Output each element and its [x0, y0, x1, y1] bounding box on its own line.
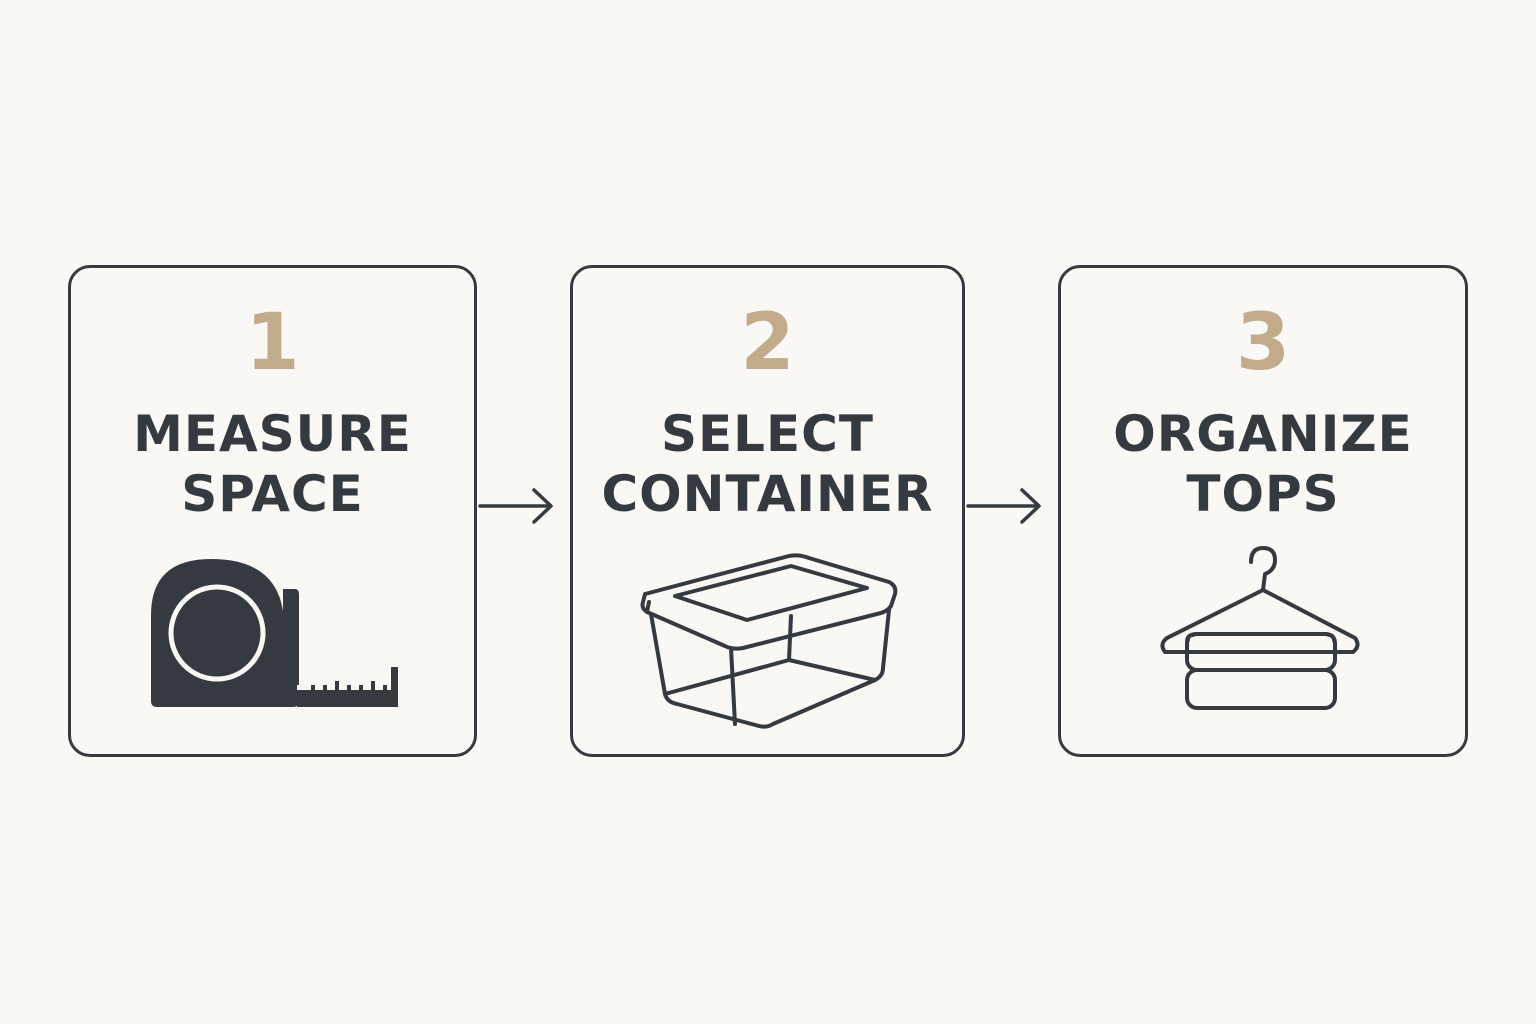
tape-measure-icon: [151, 559, 398, 713]
step-title: SELECT CONTAINER: [573, 404, 962, 524]
hanger-with-folded-tops-icon: [1160, 546, 1360, 710]
step-number: 2: [740, 298, 795, 388]
step-title-line: ORGANIZE: [1113, 405, 1413, 463]
step-title-line: TOPS: [1186, 465, 1340, 523]
step-title-line: SPACE: [181, 465, 364, 523]
step-title-line: MEASURE: [133, 405, 412, 463]
step-title: MEASURE SPACE: [71, 404, 474, 524]
step-title-line: SELECT: [661, 405, 874, 463]
step-card-measure-space: 1 MEASURE SPACE: [68, 265, 477, 757]
step-title: ORGANIZE TOPS: [1061, 404, 1465, 524]
step-card-select-container: 2 SELECT CONTAINER: [570, 265, 965, 757]
storage-container-icon: [640, 553, 898, 729]
step-title-line: CONTAINER: [601, 465, 934, 523]
arrow-right-icon: [478, 488, 553, 524]
arrow-right-icon: [966, 488, 1041, 524]
step-card-organize-tops: 3 ORGANIZE TOPS: [1058, 265, 1468, 757]
step-number: 1: [245, 298, 300, 388]
step-number: 3: [1235, 298, 1291, 388]
